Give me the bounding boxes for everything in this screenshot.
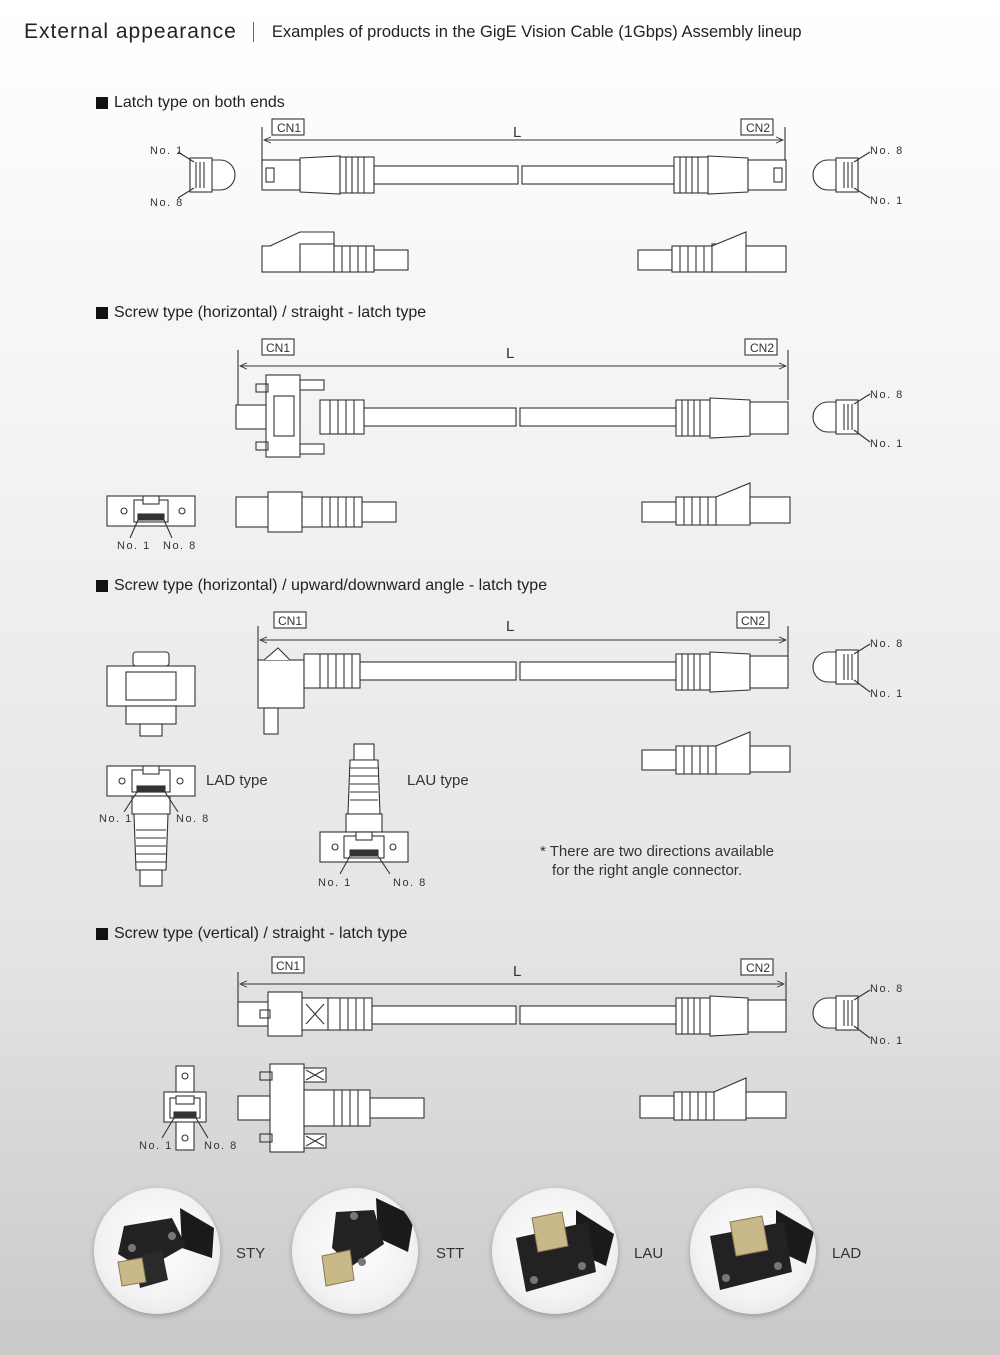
pin1-label: No. 1 (870, 195, 904, 207)
section4-end-view-right (812, 989, 871, 1039)
pin1-label: No. 1 (870, 688, 904, 700)
section3-end-view-right (812, 643, 871, 693)
section-heading-latch-both-ends: Latch type on both ends (96, 94, 285, 112)
product-photo-sty (94, 1188, 220, 1314)
pin1-label: No. 1 (139, 1140, 173, 1152)
pin1-label: No. 1 (870, 1035, 904, 1047)
section-title: Latch type on both ends (114, 94, 285, 111)
section2-main-cable (235, 374, 789, 458)
section1-end-views (177, 151, 871, 199)
note-line-2: for the right angle connector. (552, 862, 743, 879)
pin1-label: No. 1 (318, 877, 352, 889)
lad-type-label: LAD type (206, 772, 268, 789)
bullet-square-icon (96, 928, 108, 940)
cn2-label: CN2 (750, 341, 774, 355)
lad-type-view (106, 765, 196, 887)
cn1-label: CN1 (266, 341, 290, 355)
section4-side-views (237, 1063, 787, 1153)
section1-side-views (261, 231, 787, 273)
section3-side-view-right (641, 731, 791, 775)
section-title: Screw type (horizontal) / upward/downwar… (114, 577, 548, 594)
note-line-1: * There are two directions available (540, 843, 775, 860)
pin8-label: No. 8 (870, 983, 904, 995)
pin8-label: No. 8 (870, 145, 904, 157)
length-label: L (513, 963, 521, 980)
product-photo-lad (690, 1188, 816, 1314)
section4-dimension (237, 956, 787, 1010)
section2-dimension (237, 338, 789, 420)
pin8-label: No. 8 (393, 877, 427, 889)
cn1-label: CN1 (277, 121, 301, 135)
section2-front-view-left (106, 495, 196, 539)
pin8-label: No. 8 (204, 1140, 238, 1152)
section-heading-screw-vertical-straight: Screw type (vertical) / straight - latch… (96, 925, 407, 943)
section-heading-screw-horizontal-angle: Screw type (horizontal) / upward/downwar… (96, 577, 547, 595)
pin8-label: No. 8 (163, 540, 197, 552)
cn1-label: CN1 (278, 614, 302, 628)
cn2-label: CN2 (746, 961, 770, 975)
section1-main-cable (261, 155, 787, 195)
bullet-square-icon (96, 97, 108, 109)
right-angle-note: * There are two directions available for… (540, 842, 774, 880)
product-photo-lau (492, 1188, 618, 1314)
pin8-label: No. 8 (176, 813, 210, 825)
connector-photo-icon (710, 1210, 814, 1290)
pin8-label: No. 8 (870, 638, 904, 650)
cn1-tag (271, 118, 305, 136)
connector-photo-icon (516, 1210, 614, 1292)
section3-top-view-left (106, 651, 196, 737)
section-title: Screw type (horizontal) / straight - lat… (114, 304, 427, 321)
connector-photo-icon (117, 1208, 214, 1288)
length-label: L (513, 124, 521, 141)
cn2-label: CN2 (741, 614, 765, 628)
section2-end-view-right (812, 393, 871, 443)
cn2-tag (740, 118, 774, 136)
section-title: Screw type (vertical) / straight - latch… (114, 925, 408, 942)
pin1-label: No. 1 (117, 540, 151, 552)
lau-type-view (319, 743, 409, 875)
header-divider (252, 22, 254, 42)
pin8-label: No. 8 (150, 197, 184, 209)
page-subtitle: Examples of products in the GigE Vision … (271, 22, 802, 41)
page-header: External appearance Examples of products… (24, 18, 802, 46)
section-heading-screw-horizontal-straight: Screw type (horizontal) / straight - lat… (96, 304, 426, 322)
photo-label-lau: LAU (634, 1245, 664, 1262)
lau-type-label: LAU type (407, 772, 469, 789)
length-label: L (506, 618, 514, 635)
pin1-label: No. 1 (870, 438, 904, 450)
section4-main-cable (237, 991, 787, 1037)
section2-side-views (235, 482, 791, 533)
cn2-label: CN2 (746, 121, 770, 135)
length-label: L (506, 345, 514, 362)
bullet-square-icon (96, 307, 108, 319)
section3-dimension (257, 611, 789, 660)
photo-label-lad: LAD (832, 1245, 862, 1262)
section3-main-cable (257, 647, 789, 735)
cn1-label: CN1 (276, 959, 300, 973)
bullet-square-icon (96, 580, 108, 592)
pin1-label: No. 1 (150, 145, 184, 157)
section1-dimension (261, 118, 786, 165)
pin1-label: No. 1 (99, 813, 133, 825)
section4-front-view-left (161, 1065, 209, 1151)
pin8-label: No. 8 (870, 389, 904, 401)
photo-label-sty: STY (236, 1245, 266, 1262)
connector-photo-icon (321, 1198, 414, 1287)
product-photo-stt (292, 1188, 418, 1314)
photo-label-stt: STT (436, 1245, 465, 1262)
page-title: External appearance (24, 20, 237, 43)
